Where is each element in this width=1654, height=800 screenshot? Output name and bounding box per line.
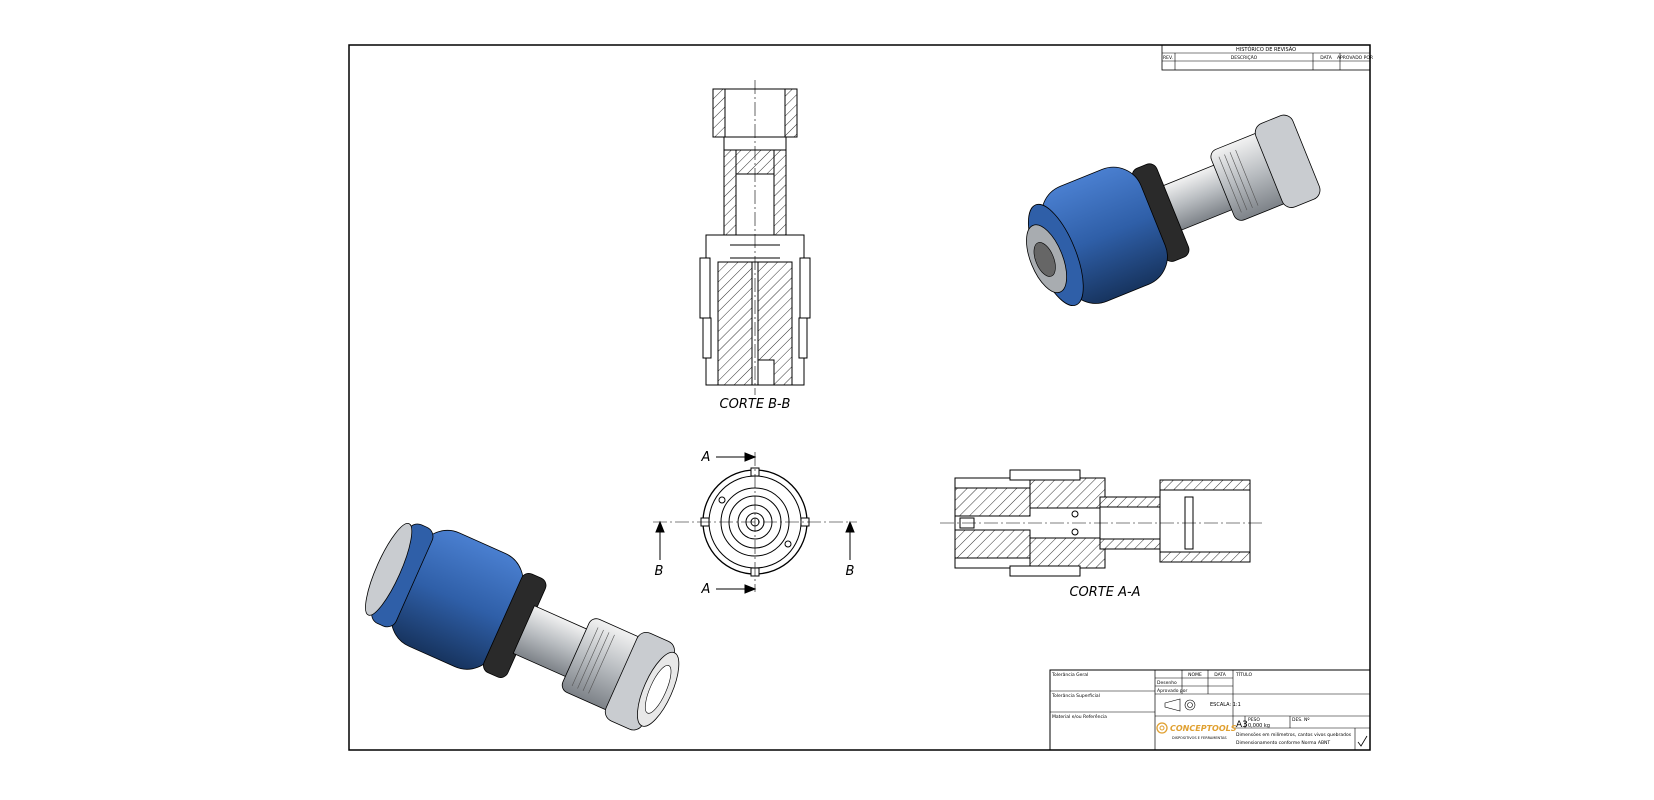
cut-b-right: B (846, 564, 855, 579)
isometric-view-bottom (365, 522, 680, 731)
col-date-label: DATA (1214, 672, 1227, 678)
revision-col-desc: DESCRIÇÃO (1231, 54, 1258, 61)
section-bb-view: CORTE B-B (699, 80, 811, 412)
revision-title: HISTÓRICO DE REVISÃO (1236, 46, 1296, 53)
logo-tagline: DISPOSITIVOS E FERRAMENTAS (1172, 736, 1227, 740)
cut-a-bottom: A (701, 582, 711, 597)
projection-symbol-icon (1164, 698, 1196, 712)
section-aa-view: CORTE A-A (940, 469, 1265, 600)
tolerance-general-label: Tolerância Geral (1051, 671, 1088, 678)
cut-b-left: B (655, 564, 664, 579)
note-line-1: Dimensões em milímetros, cantos vivos qu… (1236, 731, 1352, 738)
check-icon (1357, 735, 1368, 747)
material-label: Material e/ou Referência (1052, 713, 1107, 720)
drawing-no-label: DES. Nº (1292, 717, 1310, 723)
conceptools-logo: CONCEPTOOLS DISPOSITIVOS E FERRAMENTAS (1156, 722, 1237, 740)
isometric-view-top (1026, 114, 1321, 306)
section-bb-label: CORTE B-B (720, 397, 791, 412)
revision-col-approved: APROVADO POR (1337, 55, 1373, 61)
col-name-label: NOME (1188, 672, 1202, 678)
row-drawn-label: Desenho (1157, 680, 1177, 686)
section-aa-label: CORTE A-A (1069, 585, 1140, 600)
title-block: Tolerância Geral Tolerância Superficial … (1049, 669, 1371, 751)
revision-col-rev: REV. (1163, 55, 1173, 61)
revision-table: HISTÓRICO DE REVISÃO REV. DESCRIÇÃO DATA… (1161, 44, 1373, 71)
row-approved-label: Aprovado por (1157, 688, 1188, 694)
weight-label: PESO (1248, 717, 1260, 723)
note-line-2: Dimensionamento conforme Norma ABNT (1236, 740, 1330, 746)
weight-value: 0,000 kg (1248, 723, 1270, 729)
scale-text: ESCALA: 1:1 (1210, 702, 1241, 708)
front-view: A A B B (653, 450, 857, 597)
title-label: TÍTULO (1235, 671, 1252, 678)
cut-a-top: A (701, 450, 711, 465)
sheet-size: A3 (1236, 720, 1248, 730)
logo-name: CONCEPTOOLS (1170, 724, 1237, 733)
tolerance-surface-label: Tolerância Superficial (1051, 692, 1100, 699)
revision-col-date: DATA (1320, 55, 1333, 61)
